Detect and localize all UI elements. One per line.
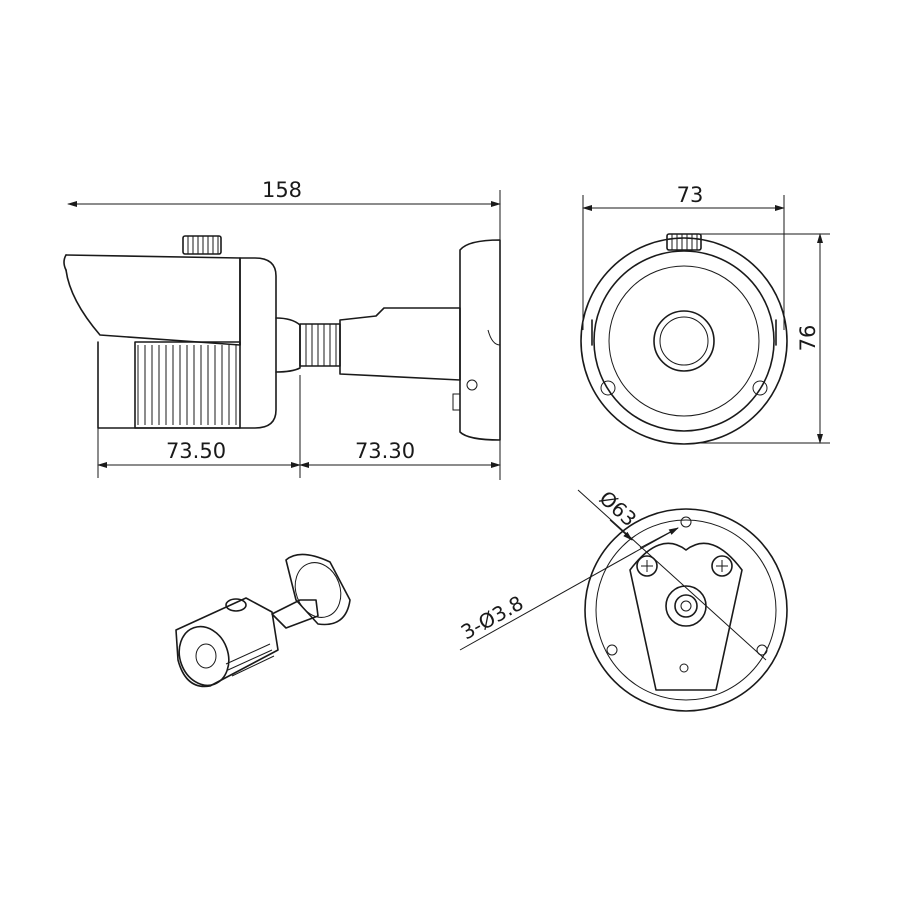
front-width-label: 73: [677, 183, 704, 207]
base-inner: [595, 519, 777, 701]
iso-bracket-base: [285, 553, 351, 626]
heat-sink-fins: [134, 341, 241, 429]
overall-length-label: 158: [262, 178, 302, 202]
hole-circle-leader: [577, 489, 767, 661]
mount-holes-leader: [459, 527, 679, 651]
front-height-label: 76: [796, 325, 820, 352]
iso-bracket-arm: [271, 599, 319, 629]
front-top-knob: [666, 233, 702, 251]
iso-housing: [175, 597, 279, 688]
mount-hole-top: [680, 516, 692, 528]
base-outer: [584, 508, 788, 712]
mount-base-view: Ø63 3-Ø3.8: [457, 486, 788, 712]
front-housing-outer: [580, 237, 788, 445]
side-view: 158 73.50 73.30: [63, 178, 501, 480]
screw-right: [711, 555, 733, 577]
screw-left: [636, 555, 658, 577]
camera-body-outline: [97, 257, 277, 429]
lens-inner: [659, 316, 709, 366]
isometric-view: [175, 553, 351, 688]
base-plate: [629, 542, 743, 691]
sunshield-outline: [65, 254, 241, 346]
bracket-base: [459, 239, 501, 441]
lens-outer: [653, 310, 715, 372]
neck-joint: [275, 317, 301, 373]
mount-holes-label: 3-Ø3.8: [457, 591, 528, 645]
housing-length-label: 73.50: [166, 439, 226, 463]
bracket-length-label: 73.30: [355, 439, 415, 463]
ir-window: [608, 265, 760, 417]
mount-hole-right: [756, 644, 768, 656]
front-view: 73 76: [580, 183, 830, 445]
bracket-arm: [339, 307, 461, 381]
top-knob: [182, 235, 222, 255]
mount-hole-left: [606, 644, 618, 656]
front-housing-ring: [593, 250, 775, 432]
sunshield-front-edge: [63, 254, 67, 271]
hole-circle-label: Ø63: [595, 486, 642, 531]
